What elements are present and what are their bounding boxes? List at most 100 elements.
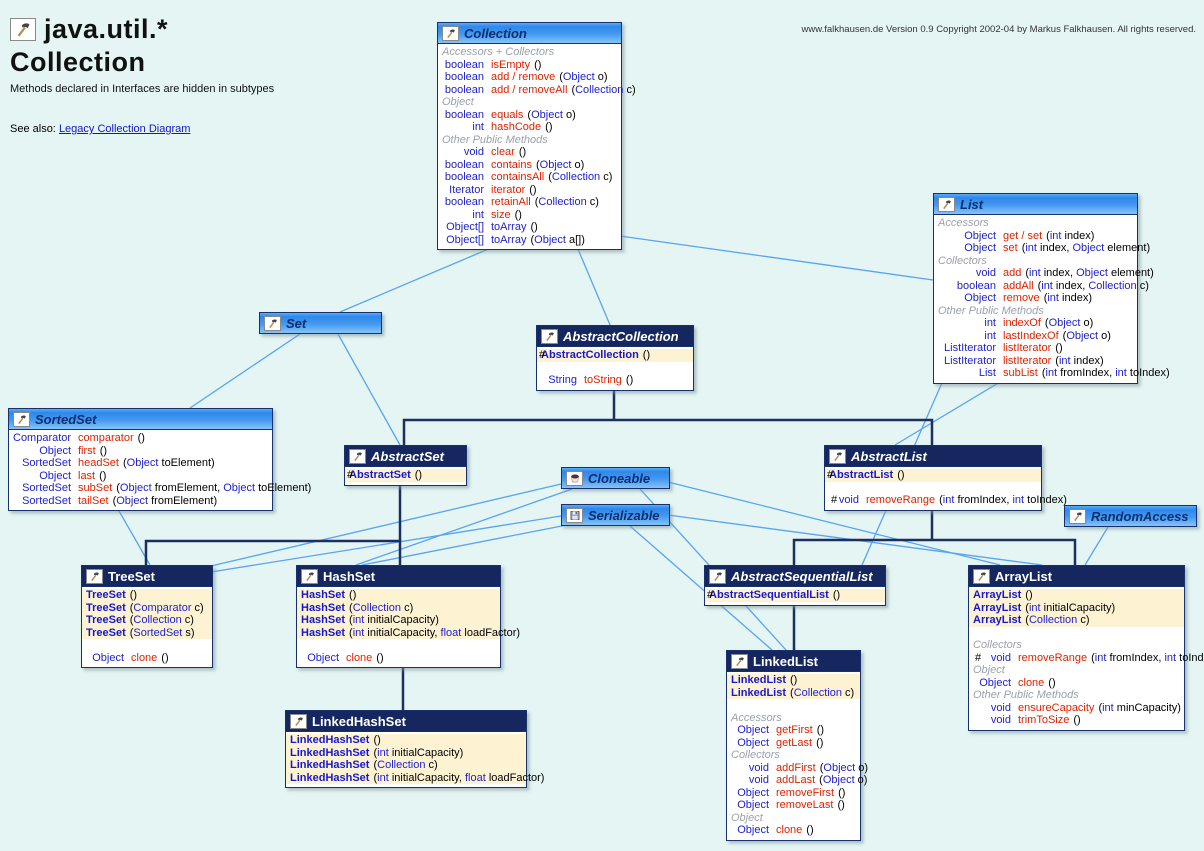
hammer-icon [290,713,307,729]
constructor-row: HashSet(int initialCapacity) [297,614,500,627]
edge-set-sortedset [189,333,301,409]
class-title-abstractcollection[interactable]: AbstractCollection [537,326,693,347]
class-box-set: Set [259,312,382,334]
edge-serializable-linkedlist [629,525,773,651]
spacer-row [829,482,1037,495]
class-members: #AbstractSet() [345,467,466,485]
class-box-cloneable: Cloneable [561,467,670,489]
class-title-serializable[interactable]: Serializable [562,505,669,525]
constructor-row: ArrayList(int initialCapacity) [969,601,1184,614]
constructor-row: #AbstractCollection() [537,349,693,362]
class-title-arraylist[interactable]: ArrayList [969,566,1184,587]
section-row: Object [442,96,474,108]
hammer-icon [709,568,726,584]
constructor-row: HashSet(Collection c) [297,601,500,614]
class-title-abstractsequentiallist[interactable]: AbstractSequentialList [705,566,885,587]
see-also: See also: Legacy Collection Diagram [10,123,190,135]
edge-collection-set [339,241,506,313]
class-title-sortedset[interactable]: SortedSet [9,409,272,430]
subtitle-note: Methods declared in Interfaces are hidde… [10,83,275,95]
edge-cloneable-hashset [355,488,573,566]
constructor-row: HashSet() [297,589,500,602]
edge-sortedset-treeset [114,503,151,566]
section-row: Collectors [938,254,987,267]
class-title-cloneable[interactable]: Cloneable [562,468,669,488]
class-name: RandomAccess [1091,508,1189,524]
edge-cloneable-arraylist [667,481,1001,566]
constructor-row: LinkedHashSet(Collection c) [286,759,526,772]
class-name: AbstractSequentialList [731,568,873,584]
class-title-collection[interactable]: Collection [438,23,621,44]
section-row: Other Public Methods [442,133,548,146]
class-members: LinkedHashSet()LinkedHashSet(int initial… [286,732,544,787]
class-name: Collection [464,25,527,41]
constructor-row: #AbstractSequentialList() [705,589,885,602]
edge-set-abstractset [337,333,401,446]
class-name: LinkedHashSet [312,713,406,729]
class-title-abstractset[interactable]: AbstractSet [345,446,466,467]
class-title-linkedlist[interactable]: LinkedList [727,651,860,672]
edge-serializable-hashset [361,523,573,566]
section-row: Accessors [731,711,782,724]
class-name: TreeSet [108,568,155,584]
hammer-icon [442,25,459,41]
diagram-header: java.util.* Collection Methods declared … [10,14,274,95]
edge-collection-list [619,235,934,281]
section-row: Collectors [731,749,780,761]
hammer-icon [13,411,30,427]
package-title: java.util.* [44,14,169,44]
hammer-icon [349,448,366,464]
hammer-icon [829,448,846,464]
constructor-row: LinkedHashSet() [286,734,526,747]
section-row: Object [973,664,1005,676]
class-box-abstractsequentiallist: AbstractSequentialList #AbstractSequentia… [704,565,886,606]
method-row: Object[]toArray() [446,221,538,233]
class-title-abstractlist[interactable]: AbstractList [825,446,1041,467]
edge-treeset-hashset [144,539,402,565]
hammer-icon [86,568,103,584]
class-title-randomaccess[interactable]: RandomAccess [1065,506,1196,526]
constructor-row: ArrayList() [969,589,1184,602]
class-name: AbstractCollection [563,328,679,344]
legacy-collection-diagram-link[interactable]: Legacy Collection Diagram [58,123,191,135]
class-title-treeset[interactable]: TreeSet [82,566,212,587]
spacer-row [301,639,496,652]
class-title-set[interactable]: Set [260,313,381,333]
class-title-hashset[interactable]: HashSet [297,566,500,587]
hammer-icon [541,328,558,344]
class-title-list[interactable]: List [934,194,1137,215]
class-title-linkedhashset[interactable]: LinkedHashSet [286,711,526,732]
constructor-row: LinkedHashSet(int initialCapacity) [286,746,526,759]
spacer-row [86,639,208,652]
class-name: Cloneable [588,470,651,486]
constructor-row: #AbstractList() [825,469,1041,482]
hammer-icon [1069,508,1086,524]
